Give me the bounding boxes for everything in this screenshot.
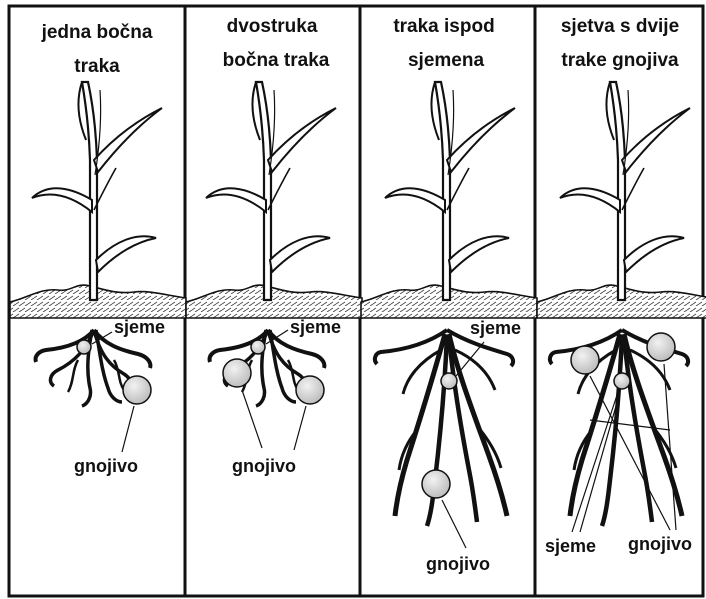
- panel-title-line: jedna bočna: [41, 22, 153, 43]
- panel-single-side-band: jedna bočna traka sjeme gnojivo: [10, 22, 186, 476]
- fertilizer-label: gnojivo: [426, 554, 490, 574]
- fertilizer-granule: [647, 333, 675, 361]
- fertilizer-granule: [123, 376, 151, 404]
- seed-label: sjeme: [290, 317, 341, 337]
- panel-title-line: trake gnojiva: [561, 50, 679, 71]
- plant-shoot: [560, 82, 690, 300]
- fertilizer-label: gnojivo: [628, 534, 692, 554]
- panel-title-line: traka ispod: [393, 16, 494, 37]
- seed-granule: [77, 340, 91, 354]
- fertilizer-pointer: [590, 420, 670, 430]
- plant-shoot: [385, 82, 515, 300]
- seed-granule: [441, 373, 457, 389]
- seed-granule: [614, 373, 630, 389]
- fertilizer-pointer: [442, 500, 466, 548]
- fertilizer-granule: [223, 359, 251, 387]
- panel-title-line: dvostruka: [227, 16, 318, 37]
- seed-granule: [251, 340, 265, 354]
- fertilizer-label: gnojivo: [74, 456, 138, 476]
- panel-title-line: bočna traka: [223, 50, 330, 71]
- fertilizer-granule: [296, 376, 324, 404]
- panel-title-line: sjetva s dvije: [561, 16, 679, 37]
- seed-label: sjeme: [114, 317, 165, 337]
- panel-title-line: sjemena: [408, 50, 484, 71]
- plant-shoot: [32, 82, 162, 300]
- seed-label: sjeme: [470, 318, 521, 338]
- fertilizer-granule: [422, 470, 450, 498]
- seed-pointer: [456, 342, 484, 376]
- panel-title-line: traka: [74, 56, 120, 77]
- root-system: [375, 330, 513, 526]
- panel-two-fertilizer-bands: sjetva s dvije trake gnojiva sjeme gnoji…: [537, 16, 706, 556]
- fertilizer-pointer: [294, 406, 306, 450]
- seed-label: sjeme: [545, 536, 596, 556]
- fertilizer-pointer: [242, 390, 262, 448]
- soil-surface: [186, 285, 362, 318]
- plant-shoot: [206, 82, 336, 300]
- panel-double-side-band: dvostruka bočna traka sjeme gnojivo: [186, 16, 362, 476]
- fertilizer-granule: [571, 346, 599, 374]
- fertilizer-label: gnojivo: [232, 456, 296, 476]
- panel-band-below-seed: traka ispod sjemena sjeme gnojivo: [361, 16, 537, 574]
- fertilizer-pointer: [122, 406, 134, 452]
